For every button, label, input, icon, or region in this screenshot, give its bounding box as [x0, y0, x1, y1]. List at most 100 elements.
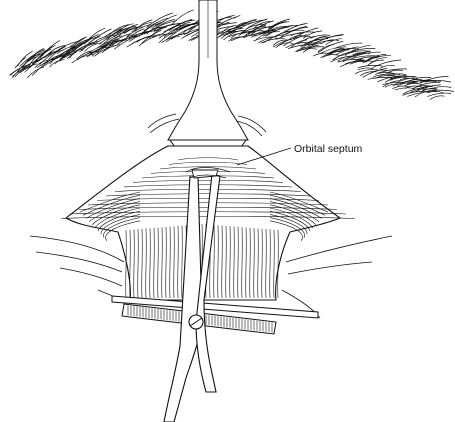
eyebrow-hair — [295, 48, 318, 53]
eyebrow-hair — [265, 21, 286, 33]
tissue-fiber — [91, 204, 141, 226]
tissue-fiber — [125, 230, 127, 299]
eyebrow-hair — [370, 69, 387, 74]
eyebrow-hair — [163, 24, 182, 33]
eyebrow-hair — [166, 36, 180, 43]
eyebrow-hair — [285, 26, 309, 35]
eyebrow-hair — [161, 32, 189, 43]
tissue-fiber — [181, 225, 183, 299]
eyebrow-hair — [417, 82, 441, 87]
eyebrow-hair — [32, 57, 55, 76]
tissue-fiber — [269, 207, 314, 229]
eyebrow-hair — [238, 31, 255, 36]
eyebrow-hair — [317, 41, 344, 53]
eyebrow-hair — [355, 69, 378, 74]
eyebrow-hair — [61, 37, 86, 58]
eyebrow-hair — [253, 36, 278, 42]
eyebrow-hair — [171, 9, 194, 26]
eyebrow-hair — [109, 24, 129, 36]
eyebrow-hair — [128, 28, 145, 40]
tissue-fiber — [269, 220, 303, 241]
tissue-fiber — [217, 225, 219, 299]
septum-incision — [185, 167, 231, 179]
eyebrow-hair — [22, 50, 47, 67]
tissue-fiber — [265, 229, 267, 299]
eyebrow-hair — [387, 73, 407, 77]
eyebrow-hair — [287, 44, 316, 49]
eyebrow-hair — [278, 29, 305, 36]
eyebrow-hair — [372, 59, 402, 68]
tissue-contour — [159, 166, 257, 170]
tissue-fiber — [133, 229, 135, 299]
eyebrow-hair — [365, 54, 387, 62]
tissue-fiber — [269, 198, 323, 219]
tissue-fiber — [229, 226, 231, 299]
eyebrow-hair — [302, 44, 320, 53]
eyebrow-hair — [121, 31, 150, 42]
eyebrow-hair — [89, 46, 109, 56]
eyebrow-hair — [178, 19, 196, 26]
eyebrow-hair — [44, 46, 66, 65]
tissue-fiber — [97, 210, 141, 232]
eyebrow-hair — [347, 48, 376, 54]
eyebrow-hair — [39, 40, 61, 59]
tissue-fiber — [277, 229, 279, 299]
eyebrow-hair — [322, 54, 340, 58]
tissue-fiber — [261, 228, 263, 299]
eyebrow-hair — [384, 84, 400, 88]
eyebrow-hair — [71, 38, 93, 50]
retractor-handle — [167, 0, 249, 141]
eyebrow-hair — [109, 33, 132, 46]
eyebrow-hair — [310, 34, 331, 39]
eyebrow-hair — [51, 52, 72, 61]
eyebrow-hair — [414, 84, 441, 93]
eyebrow-hair — [342, 52, 365, 63]
eyebrow-hair — [427, 92, 452, 97]
eyebrow-hair — [79, 42, 96, 53]
traction-rod — [111, 295, 319, 335]
eyebrow-hair — [260, 37, 285, 44]
eyebrow-hair — [114, 35, 138, 50]
eyebrow-hair — [76, 50, 93, 60]
eyebrow-hair — [218, 17, 237, 26]
eyebrow-hair — [19, 49, 45, 67]
eyebrow-hair — [287, 34, 303, 41]
eyebrow-hair — [69, 48, 84, 59]
eyebrow-hair — [96, 39, 120, 54]
eyebrow-hair — [148, 20, 177, 32]
tissue-fiber — [221, 225, 223, 299]
tissue-fiber — [241, 227, 243, 299]
eyebrow-hair — [151, 33, 166, 39]
tissue-fiber — [237, 226, 239, 299]
eyebrow-hair — [424, 89, 455, 93]
eyebrow-hair — [131, 21, 152, 33]
tissue-fiber — [94, 207, 141, 229]
tissue-fiber — [245, 227, 247, 299]
eyebrow-hair — [19, 63, 38, 74]
tissue-fiber — [269, 204, 317, 226]
eyebrow-hair — [84, 27, 106, 45]
eyebrow-hair — [412, 85, 432, 89]
eyebrow-hair — [335, 46, 359, 56]
eyebrow-hair — [422, 88, 438, 92]
tissue-contour — [87, 202, 329, 206]
eyebrow-hair — [315, 34, 344, 44]
eyebrow-hair — [158, 33, 173, 39]
eyebrow-hair — [143, 17, 169, 32]
tissue-fiber — [141, 228, 143, 299]
eyebrow-hair — [153, 19, 175, 31]
eyebrow-hair — [273, 39, 288, 46]
eyebrow-hair — [275, 32, 304, 40]
tissue-fiber — [85, 198, 141, 219]
eyebrow-hair — [292, 35, 311, 40]
eyebrow-hair — [327, 47, 345, 54]
tissue-fiber — [157, 227, 159, 299]
eyebrow-hair — [74, 34, 99, 51]
tissue-fiber — [225, 225, 227, 299]
eyebrow-hair — [317, 43, 335, 52]
eyebrow-hair — [332, 51, 355, 61]
eyebrow-hair — [29, 52, 44, 65]
eyebrow-hair — [409, 76, 432, 82]
tissue-contour — [123, 184, 293, 188]
